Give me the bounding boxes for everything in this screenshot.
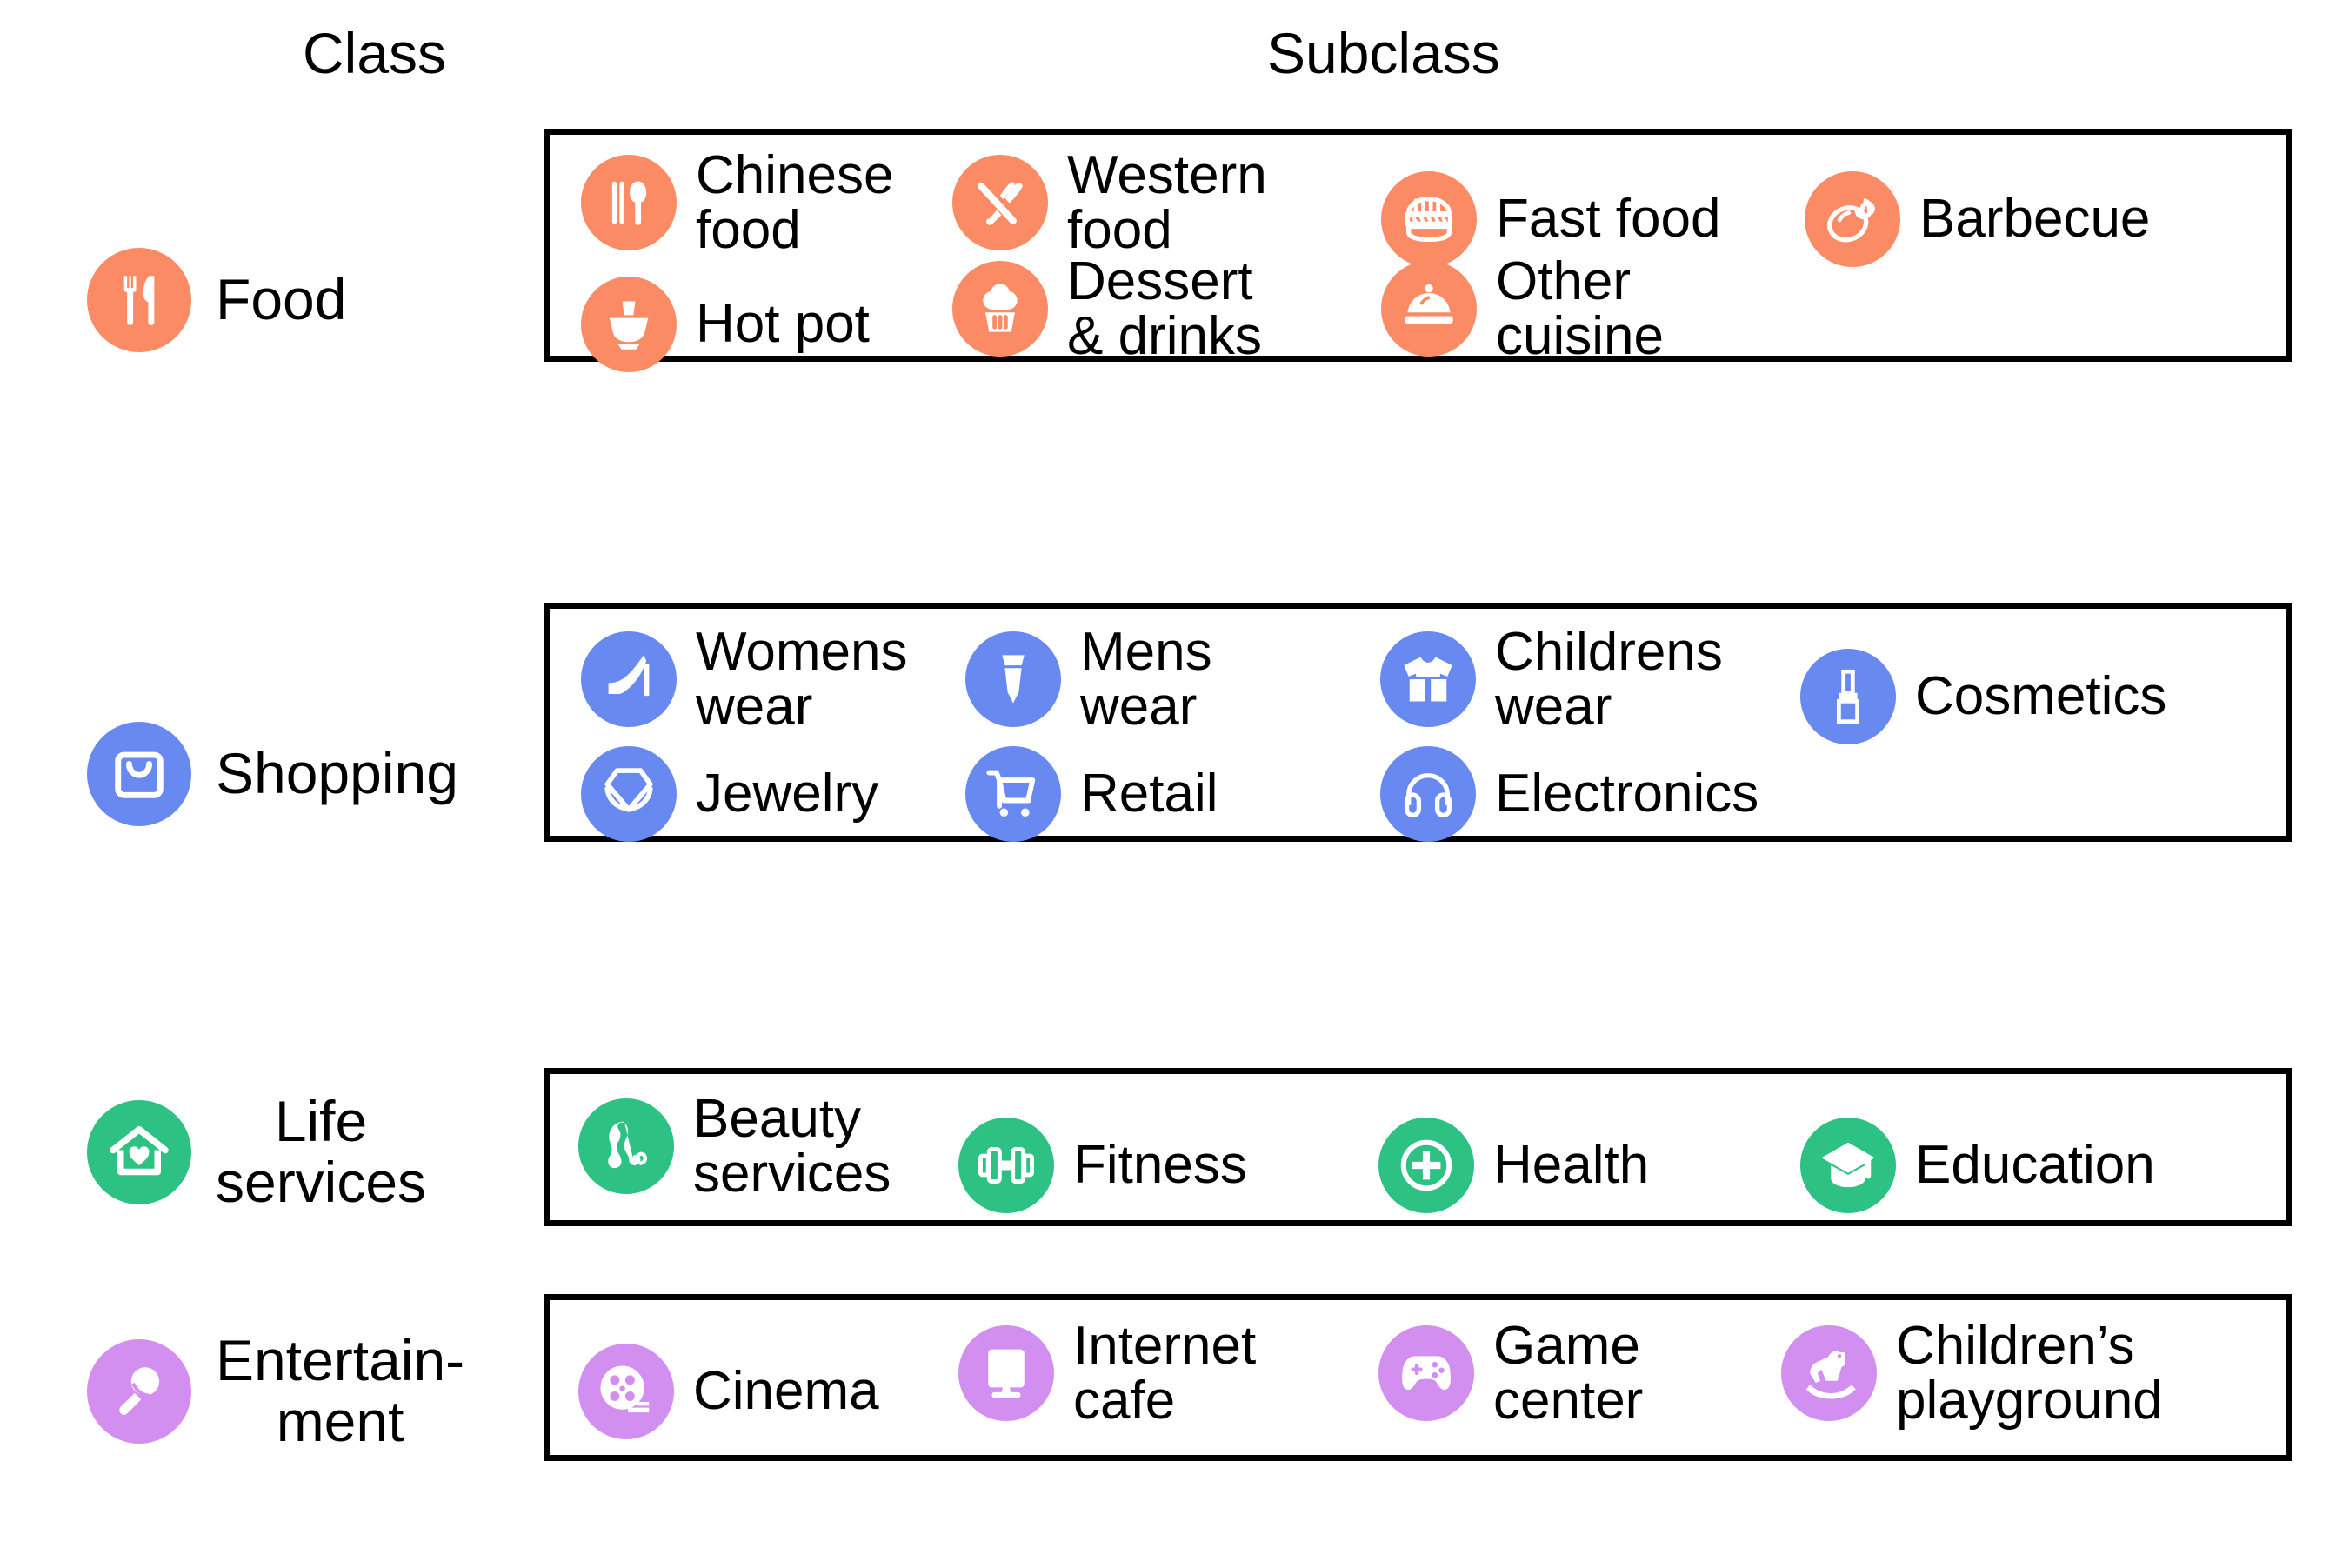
subclass-mens-wear[interactable]: Mens wear	[965, 624, 1212, 734]
subclass-label: Game center	[1493, 1316, 1644, 1431]
subclass-womens-wear[interactable]: Womens wear	[581, 624, 908, 734]
subclass-label: Electronics	[1495, 764, 1759, 824]
class-label-shopping: Shopping	[216, 741, 458, 806]
subclass-fast-food[interactable]: Fast food	[1381, 171, 1720, 267]
subclass-label: Education	[1915, 1135, 2155, 1196]
subclass-internet-cafe[interactable]: Internet cafe	[958, 1318, 1256, 1428]
subclass-label: Western food	[1067, 145, 1267, 261]
rocking-horse-icon	[1781, 1325, 1877, 1422]
lipstick-icon	[1800, 649, 1896, 744]
subclass-label: Chinese food	[696, 145, 894, 261]
gem-icon	[581, 746, 677, 842]
subclass-childrens-wear[interactable]: Childrens wear	[1380, 624, 1723, 734]
subclass-label: Fast food	[1496, 189, 1721, 250]
subclass-column-header: Subclass	[1267, 21, 1500, 85]
subclass-label: Jewelry	[696, 764, 879, 824]
shopping-bag-icon	[87, 722, 191, 826]
fork-knife-icon	[87, 248, 191, 352]
subclass-label: Health	[1493, 1135, 1650, 1196]
burger-icon	[1381, 171, 1477, 267]
subclass-other-cuisine[interactable]: Other cuisine	[1381, 254, 1664, 364]
class-row-shopping[interactable]: Shopping	[87, 722, 458, 826]
monitor-icon	[958, 1325, 1054, 1422]
necktie-icon	[965, 631, 1061, 728]
subclass-western-food[interactable]: Western food	[952, 148, 1267, 257]
subclass-education[interactable]: Education	[1800, 1118, 2155, 1213]
class-row-food[interactable]: Food	[87, 248, 346, 352]
subclass-game-center[interactable]: Game center	[1378, 1318, 1643, 1428]
gamepad-icon	[1378, 1325, 1474, 1422]
subclass-label: Childrens wear	[1495, 622, 1723, 737]
subclass-barbecue[interactable]: Barbecue	[1805, 171, 2150, 267]
subclass-label: Fitness	[1073, 1135, 1247, 1196]
subclass-chinese-food[interactable]: Chinese food	[581, 148, 893, 257]
subclass-retail[interactable]: Retail	[965, 746, 1218, 842]
chopsticks-spoon-icon	[581, 155, 677, 251]
subclass-electronics[interactable]: Electronics	[1380, 746, 1759, 842]
high-heel-icon	[581, 631, 677, 728]
subclass-jewelry[interactable]: Jewelry	[581, 746, 878, 842]
subclass-label: Dessert & drinks	[1067, 251, 1262, 367]
cloche-icon	[1381, 261, 1477, 357]
headphones-icon	[1380, 746, 1476, 842]
house-heart-icon	[87, 1099, 191, 1204]
hotpot-icon	[581, 277, 677, 372]
drumstick-icon	[1805, 171, 1900, 267]
subclass-label: Cinema	[693, 1361, 879, 1422]
class-label-entertainment: Entertain- ment	[216, 1328, 465, 1453]
subclass-cinema[interactable]: Cinema	[578, 1344, 879, 1439]
class-row-life-services[interactable]: Life services	[87, 1091, 426, 1213]
subclass-beauty-services[interactable]: Beauty services	[578, 1091, 891, 1201]
subclass-label: Hot pot	[696, 294, 870, 355]
subclass-label: Cosmetics	[1915, 666, 2167, 727]
subclass-fitness[interactable]: Fitness	[958, 1118, 1247, 1213]
graduation-cap-icon	[1800, 1118, 1896, 1213]
class-label-food: Food	[216, 267, 347, 332]
dumbbell-icon	[958, 1118, 1054, 1213]
class-column-header: Class	[303, 21, 447, 85]
subclass-dessert-drinks[interactable]: Dessert & drinks	[952, 254, 1262, 364]
subclass-label: Barbecue	[1919, 189, 2151, 250]
subclass-label: Retail	[1080, 764, 1218, 824]
subclass-label: Womens wear	[696, 622, 908, 737]
subclass-label: Internet cafe	[1073, 1316, 1257, 1431]
microphone-icon	[87, 1338, 191, 1444]
film-reel-icon	[578, 1344, 674, 1439]
subclass-label: Beauty services	[693, 1089, 891, 1204]
subclass-label: Children’s playground	[1896, 1316, 2163, 1431]
subclass-label: Mens wear	[1080, 622, 1212, 737]
tshirt-icon	[1380, 631, 1476, 728]
medical-cross-icon	[1378, 1118, 1474, 1213]
subclass-hot-pot[interactable]: Hot pot	[581, 277, 870, 372]
class-label-life-services: Life services	[216, 1089, 427, 1214]
subclass-cosmetics[interactable]: Cosmetics	[1800, 649, 2166, 744]
subclass-label: Other cuisine	[1496, 251, 1664, 367]
class-row-entertainment[interactable]: Entertain- ment	[87, 1328, 465, 1453]
shopping-cart-icon	[965, 746, 1061, 842]
cupcake-icon	[952, 261, 1048, 357]
hair-salon-icon	[578, 1098, 674, 1195]
subclass-health[interactable]: Health	[1378, 1118, 1649, 1213]
crossed-fork-knife-icon	[952, 155, 1048, 251]
subclass-childrens-playground[interactable]: Children’s playground	[1781, 1318, 2163, 1428]
